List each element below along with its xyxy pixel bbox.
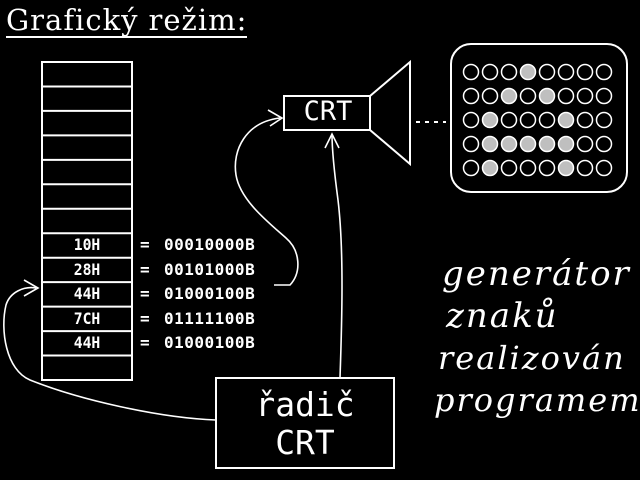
pixel-dot-off	[576, 63, 594, 81]
pixel-dot-on	[519, 63, 537, 81]
crt-tube-neck	[283, 95, 371, 131]
pixel-dot-off	[576, 87, 594, 105]
pixel-dot-off	[481, 87, 499, 105]
controller-box	[215, 377, 395, 469]
generator-text-line-2: znaků	[446, 296, 559, 336]
pixel-dot-off	[557, 63, 575, 81]
memory-cell-binary: 01111100B	[164, 308, 256, 328]
pixel-dot-on	[481, 135, 499, 153]
pixel-dot-off	[500, 159, 518, 177]
memory-cell-binary: 00101000B	[164, 259, 256, 279]
pixel-dot-off	[576, 111, 594, 129]
controller-to-memory-arrow	[3, 286, 217, 421]
pixel-dot-off	[500, 63, 518, 81]
generator-text-line-3: realizován	[438, 339, 626, 377]
pixel-dot-off	[500, 111, 518, 129]
memory-equals-sign: =	[140, 284, 150, 304]
memory-cell-hex: 28H	[73, 259, 101, 279]
pixel-dot-off	[481, 63, 499, 81]
pixel-dot-on	[500, 87, 518, 105]
page-title: Grafický režim:	[6, 3, 248, 38]
controller-label-line-1: řadič	[255, 385, 355, 424]
pixel-dot-off	[595, 159, 613, 177]
memory-cell-binary: 01000100B	[164, 333, 256, 353]
pixel-dot-off	[519, 111, 537, 129]
pixel-dot-off	[462, 135, 480, 153]
pixel-dot-off	[557, 87, 575, 105]
generator-text-line-4: programem	[434, 381, 640, 419]
crt-tube-funnel	[369, 59, 411, 167]
memory-cell-binary: 00010000B	[164, 235, 256, 255]
pixel-dot-off	[595, 87, 613, 105]
pixel-dot-off	[576, 135, 594, 153]
pixel-dot-on	[481, 159, 499, 177]
memory-cell-hex: 44H	[73, 284, 101, 304]
pixel-dot-off	[462, 87, 480, 105]
generator-text-line-1: generátor	[442, 254, 631, 294]
memory-cell-hex: 7CH	[73, 308, 101, 328]
pixel-dot-on	[557, 111, 575, 129]
pixel-dot-off	[462, 111, 480, 129]
pixel-dot-off	[519, 87, 537, 105]
pixel-dot-on	[500, 135, 518, 153]
memory-to-crt-arrowhead	[267, 109, 284, 127]
pixel-dot-on	[557, 135, 575, 153]
memory-equals-sign: =	[140, 259, 150, 279]
pixel-dot-off	[576, 159, 594, 177]
pixel-dot-on	[538, 135, 556, 153]
controller-to-crt-arrowhead	[324, 132, 340, 149]
pixel-dot-off	[519, 159, 537, 177]
pixel-dot-off	[595, 135, 613, 153]
pixel-dot-off	[538, 63, 556, 81]
pixel-dot-on	[481, 111, 499, 129]
pixel-dot-on	[557, 159, 575, 177]
controller-to-memory-arrowhead	[23, 279, 40, 297]
title-word-1: Grafický	[6, 3, 139, 37]
pixel-dot-off	[462, 159, 480, 177]
memory-cell-hex: 44H	[73, 333, 101, 353]
memory-equals-sign: =	[140, 308, 150, 328]
controller-to-crt-arrow	[331, 133, 343, 379]
pixel-dot-off	[538, 159, 556, 177]
pixel-dot-off	[462, 63, 480, 81]
memory-cell-hex: 10H	[73, 235, 101, 255]
pixel-dot-on	[519, 135, 537, 153]
pixel-dot-on	[538, 87, 556, 105]
memory-column	[41, 61, 133, 381]
pixel-dot-off	[538, 111, 556, 129]
title-word-2: režim:	[148, 3, 248, 37]
controller-label-line-2: CRT	[275, 423, 335, 462]
memory-cell-binary: 01000100B	[164, 284, 256, 304]
memory-row-dividers	[42, 85, 132, 357]
memory-equals-sign: =	[140, 235, 150, 255]
memory-equals-sign: =	[140, 333, 150, 353]
memory-to-crt-arrow	[234, 117, 299, 286]
crt-label: CRT	[303, 96, 353, 127]
pixel-dot-off	[595, 111, 613, 129]
dot-matrix-grid	[462, 63, 613, 177]
pixel-dot-off	[595, 63, 613, 81]
crt-screen	[450, 43, 628, 193]
